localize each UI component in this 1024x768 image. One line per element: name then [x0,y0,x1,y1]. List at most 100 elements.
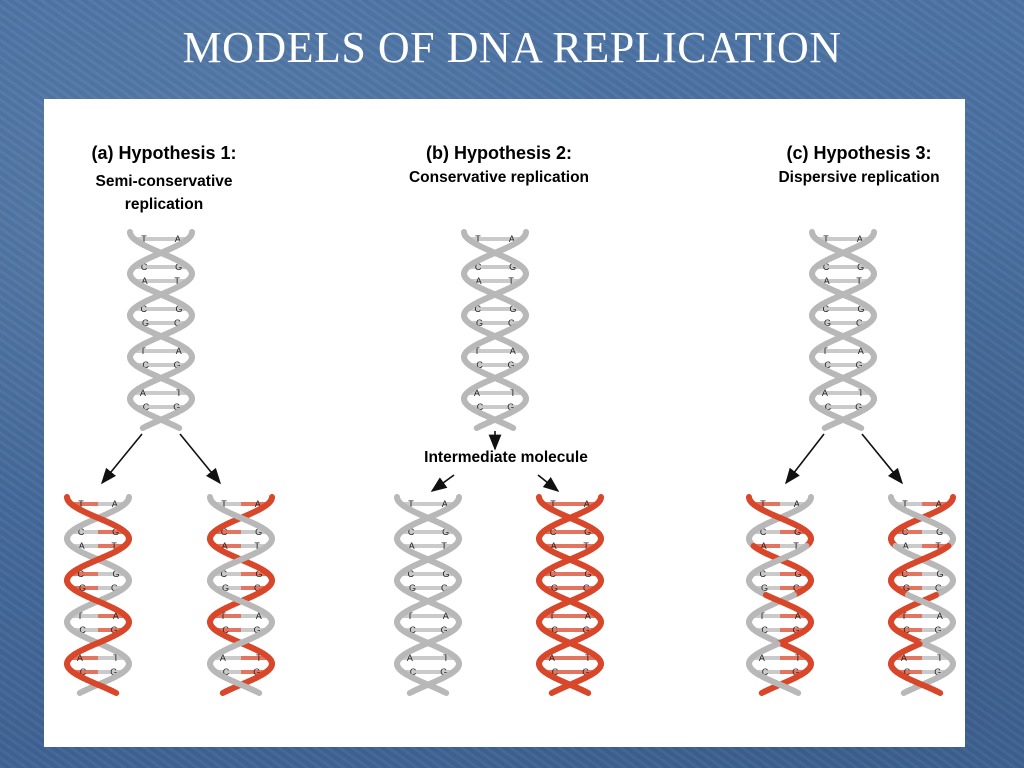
arrow-3-right [861,433,904,485]
base-label: T [174,276,180,286]
backbone-segment [934,688,944,696]
base-label: G [936,569,943,579]
base-label: A [759,653,765,663]
base-label: C [902,527,909,537]
backbone-segment [219,688,229,696]
base-label: T [441,541,447,551]
base-label: C [409,625,416,635]
hypothesis-3-heading: (c) Hypothesis 3: [786,143,932,163]
base-label: A [936,499,942,509]
base-label: G [142,318,149,328]
hypothesis-3-label: (c) Hypothesis 3: Dispersive replication [744,143,974,189]
base-label: T [111,541,117,551]
arrow-1-right [179,433,222,485]
base-label: G [255,527,262,537]
base-label: T [510,388,516,398]
base-label: G [551,583,558,593]
slide-title: MODELS OF DNA REPLICATION [182,23,842,72]
base-label: A [476,276,482,286]
base-label: C [408,527,415,537]
base-label: A [407,653,413,663]
base-label: A [509,234,515,244]
base-label: T [583,541,589,551]
base-label: C [78,569,85,579]
base-label: C [221,527,228,537]
backbone-segment [406,688,416,696]
base-label: G [793,625,800,635]
base-label: T [935,541,941,551]
base-label: T [113,653,119,663]
base-label: G [255,569,262,579]
base-label: T [443,653,449,663]
backbone-segment [855,423,865,431]
hypothesis-1-label: (a) Hypothesis 1: Semi-conservative repl… [64,143,264,216]
base-label: A [585,611,591,621]
base-label: T [475,234,481,244]
base-label: G [222,583,229,593]
base-label: C [760,569,767,579]
base-label: C [550,569,557,579]
base-label: G [174,360,181,370]
diagram-panel: (a) Hypothesis 1: Semi-conservative repl… [44,99,965,747]
base-label: G [442,569,449,579]
base-label: G [582,667,589,677]
hypothesis-2-heading: (b) Hypothesis 2: [425,143,572,163]
base-label: C [79,625,86,635]
base-label: A [443,611,449,621]
base-label: A [442,499,448,509]
base-label: G [507,402,514,412]
base-label: G [253,667,260,677]
base-label: C [824,360,831,370]
base-label: C [823,304,830,314]
base-label: C [410,667,417,677]
base-label: T [220,611,226,621]
base-label: T [585,653,591,663]
base-label: T [937,653,943,663]
base-label: C [762,667,769,677]
base-label: G [761,583,768,593]
backbone-segment [582,688,592,696]
base-label: A [220,653,226,663]
base-label: G [110,667,117,677]
base-label: G [508,360,515,370]
arrows [100,431,904,492]
base-label: G [856,360,863,370]
base-label: G [111,625,118,635]
base-label: C [143,402,150,412]
backbone-segment [139,423,149,431]
base-label: C [902,569,909,579]
base-label: A [761,541,767,551]
base-label: A [140,388,146,398]
base-label: G [254,625,261,635]
base-label: G [584,527,591,537]
base-label: T [549,611,555,621]
base-label: C [174,318,181,328]
base-label: G [409,583,416,593]
backbone-segment [76,688,86,696]
base-label: C [476,360,483,370]
base-label: G [794,569,801,579]
base-label: G [79,583,86,593]
base-label: G [855,402,862,412]
base-label: A [795,611,801,621]
arrow-3-left [785,433,825,485]
base-label: C [221,569,228,579]
base-label: T [407,611,413,621]
base-label: T [141,234,147,244]
base-label: C [583,583,590,593]
base-label: A [409,541,415,551]
backbone-segment [821,423,831,431]
base-label: G [476,318,483,328]
base-label: G [175,262,182,272]
backbone-segment [548,688,558,696]
base-label: T [856,276,862,286]
base-label: T [550,499,556,509]
base-label: C [825,402,832,412]
base-label: G [112,527,119,537]
base-label: A [937,611,943,621]
